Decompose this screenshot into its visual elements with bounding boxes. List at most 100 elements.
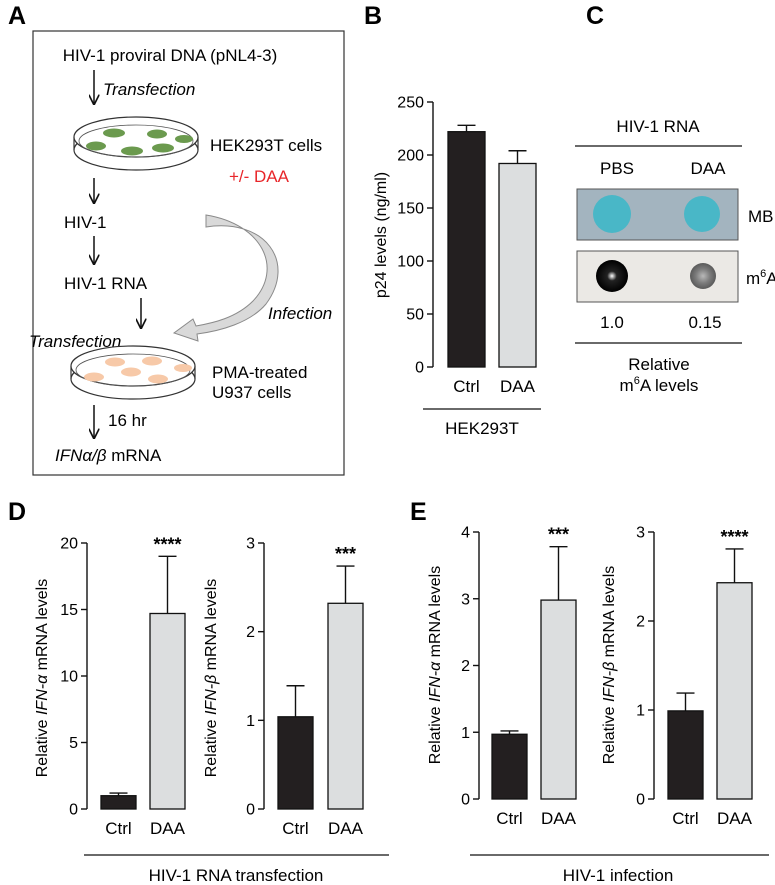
- y-tick-label: 2: [636, 614, 645, 631]
- x-category-label: Ctrl: [282, 819, 308, 838]
- x-category-label: DAA: [541, 809, 577, 828]
- y-axis-label: Relative IFN-β mRNA levels: [203, 579, 220, 778]
- cell-icon: [148, 374, 168, 384]
- m6a-dot-pbs: [596, 260, 628, 292]
- panel-c-dot-blot: HIV-1 RNA PBS DAA MB m6A 1.0 0.15 Relati…: [575, 117, 775, 395]
- panel-label-b: B: [364, 2, 382, 30]
- cell-icon: [121, 367, 141, 377]
- cell-icon: [103, 128, 125, 138]
- label-16hr: 16 hr: [108, 411, 147, 430]
- significance-stars: ****: [720, 527, 748, 547]
- dot-blot-foot-line1: Relative: [628, 355, 689, 374]
- dot-blot-col-daa: DAA: [691, 159, 727, 178]
- x-category-label: Ctrl: [453, 377, 479, 396]
- cell-icon: [84, 372, 104, 382]
- cell-icon: [86, 141, 106, 151]
- dot-blot-col-pbs: PBS: [600, 159, 634, 178]
- bar-ctrl: [447, 131, 486, 368]
- y-tick-label: 3: [636, 525, 645, 542]
- step-hiv1-rna: HIV-1 RNA: [64, 274, 148, 293]
- bar-daa: [716, 582, 753, 800]
- dish-u937: [70, 345, 196, 400]
- label-u937-cells: U937 cells: [212, 383, 291, 402]
- label-transfection-2: Transfection: [29, 332, 121, 351]
- significance-stars: ***: [548, 525, 569, 545]
- group-label-b: HEK293T: [445, 419, 519, 438]
- m6a-value-pbs: 1.0: [600, 313, 624, 332]
- x-category-label: Ctrl: [105, 819, 131, 838]
- y-tick-label: 5: [69, 735, 78, 752]
- m6a-dot-daa: [690, 263, 716, 289]
- x-category-label: Ctrl: [496, 809, 522, 828]
- label-infection: Infection: [268, 304, 332, 323]
- label-hek293t-cells: HEK293T cells: [210, 136, 322, 155]
- panel-a-schematic: HIV-1 proviral DNA (pNL4-3) Transfection…: [29, 30, 345, 476]
- x-category-label: DAA: [500, 377, 536, 396]
- step-ifn-readout: IFNα/β mRNA: [55, 446, 162, 465]
- y-tick-label: 1: [246, 713, 255, 730]
- x-category-label: DAA: [150, 819, 186, 838]
- bar-daa: [149, 612, 186, 810]
- label-pma-treated: PMA-treated: [212, 363, 307, 382]
- label-transfection-1: Transfection: [103, 80, 195, 99]
- bar-daa: [498, 162, 537, 368]
- label-daa-treatment: +/- DAA: [229, 167, 290, 186]
- x-category-label: DAA: [328, 819, 364, 838]
- y-tick-label: 1: [461, 725, 470, 742]
- infection-arrow: [172, 214, 279, 342]
- dish-hek293t: [73, 116, 199, 171]
- cell-icon: [105, 357, 125, 367]
- bar-ctrl: [277, 716, 314, 810]
- y-axis-label: Relative IFN-α mRNA levels: [34, 579, 51, 778]
- y-tick-label: 20: [60, 536, 78, 553]
- significance-stars: ****: [153, 534, 181, 554]
- y-tick-label: 100: [397, 254, 424, 271]
- y-tick-label: 4: [461, 525, 470, 542]
- bar-ctrl: [491, 733, 528, 800]
- mb-dot-pbs: [593, 195, 631, 233]
- dot-blot-row-mb: MB: [748, 207, 774, 226]
- x-category-label: DAA: [717, 809, 753, 828]
- y-tick-label: 200: [397, 148, 424, 165]
- y-axis-label: Relative IFN-α mRNA levels: [427, 566, 444, 765]
- dot-blot-foot-line2: m6A levels: [620, 375, 699, 395]
- chart-b-p24: 0 50 100 150 200 250 p24 levels (ng/ml) Ctrl DAA: [373, 95, 537, 396]
- panel-label-a: A: [8, 2, 26, 30]
- cell-icon: [174, 364, 192, 372]
- y-tick-label: 0: [415, 360, 424, 377]
- y-tick-label: 0: [461, 792, 470, 809]
- y-tick-label: 10: [60, 669, 78, 686]
- y-tick-label: 0: [636, 792, 645, 809]
- bar-ctrl: [667, 710, 704, 800]
- y-tick-label: 250: [397, 95, 424, 112]
- panel-label-e: E: [410, 498, 427, 526]
- y-axis-label: Relative IFN-β mRNA levels: [601, 566, 618, 765]
- group-label-e: HIV-1 infection: [563, 866, 674, 885]
- panel-label-d: D: [8, 498, 26, 526]
- y-tick-label: 0: [246, 802, 255, 819]
- y-tick-label: 0: [69, 802, 78, 819]
- cell-icon: [121, 146, 143, 156]
- mb-dot-daa: [684, 196, 720, 232]
- cell-icon: [142, 356, 162, 366]
- step-hiv1: HIV-1: [64, 213, 107, 232]
- m6a-value-daa: 0.15: [688, 313, 721, 332]
- cell-icon: [147, 129, 167, 139]
- y-tick-label: 3: [461, 591, 470, 608]
- group-label-d: HIV-1 RNA transfection: [149, 866, 324, 885]
- y-tick-label: 1: [636, 703, 645, 720]
- y-tick-label: 15: [60, 602, 78, 619]
- y-tick-label: 2: [246, 624, 255, 641]
- y-tick-label: 3: [246, 536, 255, 553]
- y-axis-label: p24 levels (ng/ml): [373, 172, 390, 298]
- dot-blot-row-m6a: m6A: [746, 268, 775, 288]
- y-tick-label: 150: [397, 201, 424, 218]
- cell-icon: [175, 135, 193, 143]
- y-tick-label: 50: [406, 307, 424, 324]
- x-category-label: Ctrl: [672, 809, 698, 828]
- bar-daa: [327, 602, 364, 810]
- bar-daa: [540, 599, 577, 800]
- significance-stars: ***: [335, 544, 356, 564]
